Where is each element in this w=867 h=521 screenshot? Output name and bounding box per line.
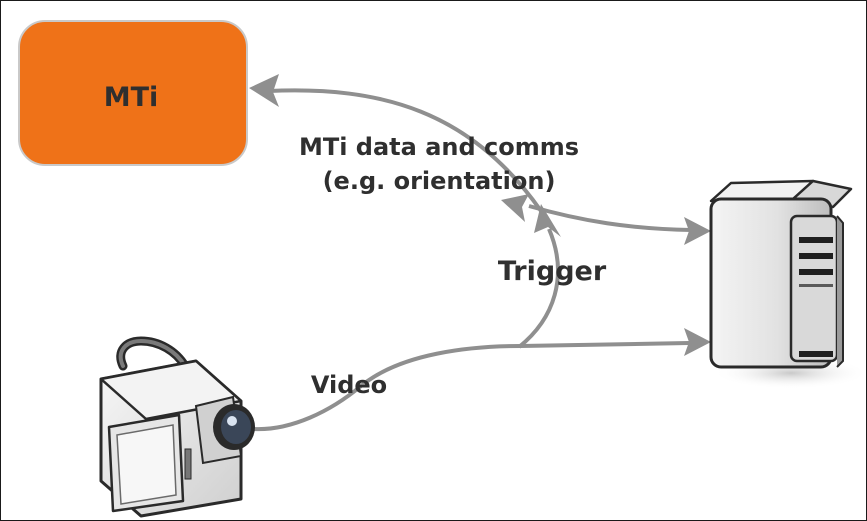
mti-data-arrow — [249, 74, 543, 213]
computer-tower-icon — [709, 179, 866, 389]
video-camera-icon — [99, 336, 255, 518]
mti-data-label-line2: (e.g. orientation) — [323, 167, 556, 195]
mti-data-label-line1: MTi data and comms — [299, 133, 579, 161]
trigger-arrow — [517, 204, 561, 349]
video-label: Video — [311, 371, 387, 399]
mti-node: MTi — [18, 20, 248, 166]
mti-label: MTi — [104, 82, 159, 113]
trigger-label: Trigger — [498, 256, 607, 287]
video-arrow — [252, 328, 711, 432]
comms-arrow — [501, 194, 711, 245]
